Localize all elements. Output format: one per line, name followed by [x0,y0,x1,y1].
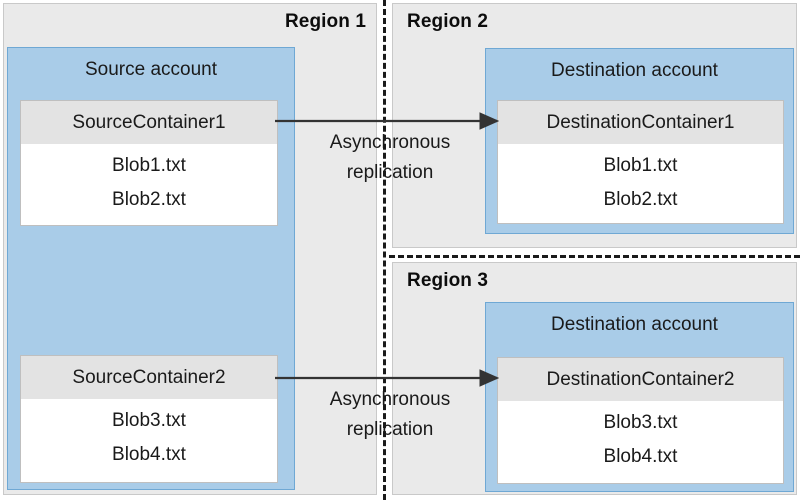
blob-item: Blob1.txt [112,155,186,176]
arrow-label-line: Asynchronous [329,389,451,410]
source-account-title: Source account [84,59,218,80]
destination-account-region-2-title: Destination account [551,60,718,81]
source-container-2-blob-list: Blob3.txt Blob4.txt [21,399,277,472]
replication-arrow-2 [275,369,500,387]
source-container-1-box: SourceContainer1 Blob1.txt Blob2.txt [20,100,278,226]
source-container-2-box: SourceContainer2 Blob3.txt Blob4.txt [20,355,278,483]
region-horizontal-divider [389,255,800,258]
source-container-1-blob-list: Blob1.txt Blob2.txt [21,144,277,217]
source-container-2-name: SourceContainer2 [21,356,277,399]
blob-item: Blob4.txt [603,446,678,467]
destination-container-1-box: DestinationContainer1 Blob1.txt Blob2.tx… [497,100,784,224]
source-container-1-name: SourceContainer1 [21,101,277,144]
blob-item: Blob3.txt [112,410,186,431]
arrow-label-line: replication [346,419,434,440]
destination-account-region-3-title: Destination account [551,314,718,335]
destination-container-1-blob-list: Blob1.txt Blob2.txt [498,144,783,217]
arrow-label-line: Asynchronous [329,132,451,153]
destination-container-2-blob-list: Blob3.txt Blob4.txt [498,401,783,474]
region-1-title: Region 1 [284,11,366,32]
region-3-title: Region 3 [407,270,489,291]
destination-container-2-name: DestinationContainer2 [498,358,783,401]
blob-item: Blob1.txt [603,155,678,176]
replication-arrow-2-label: Asynchronous replication [290,385,490,445]
destination-container-1-name: DestinationContainer1 [498,101,783,144]
replication-arrow-1 [275,112,500,130]
blob-item: Blob4.txt [112,444,186,465]
region-vertical-divider [383,0,386,500]
replication-arrow-1-label: Asynchronous replication [290,128,490,188]
blob-item: Blob3.txt [603,412,678,433]
blob-item: Blob2.txt [603,189,678,210]
region-2-title: Region 2 [407,11,489,32]
arrow-label-line: replication [346,162,434,183]
blob-item: Blob2.txt [112,189,186,210]
destination-container-2-box: DestinationContainer2 Blob3.txt Blob4.tx… [497,357,784,484]
